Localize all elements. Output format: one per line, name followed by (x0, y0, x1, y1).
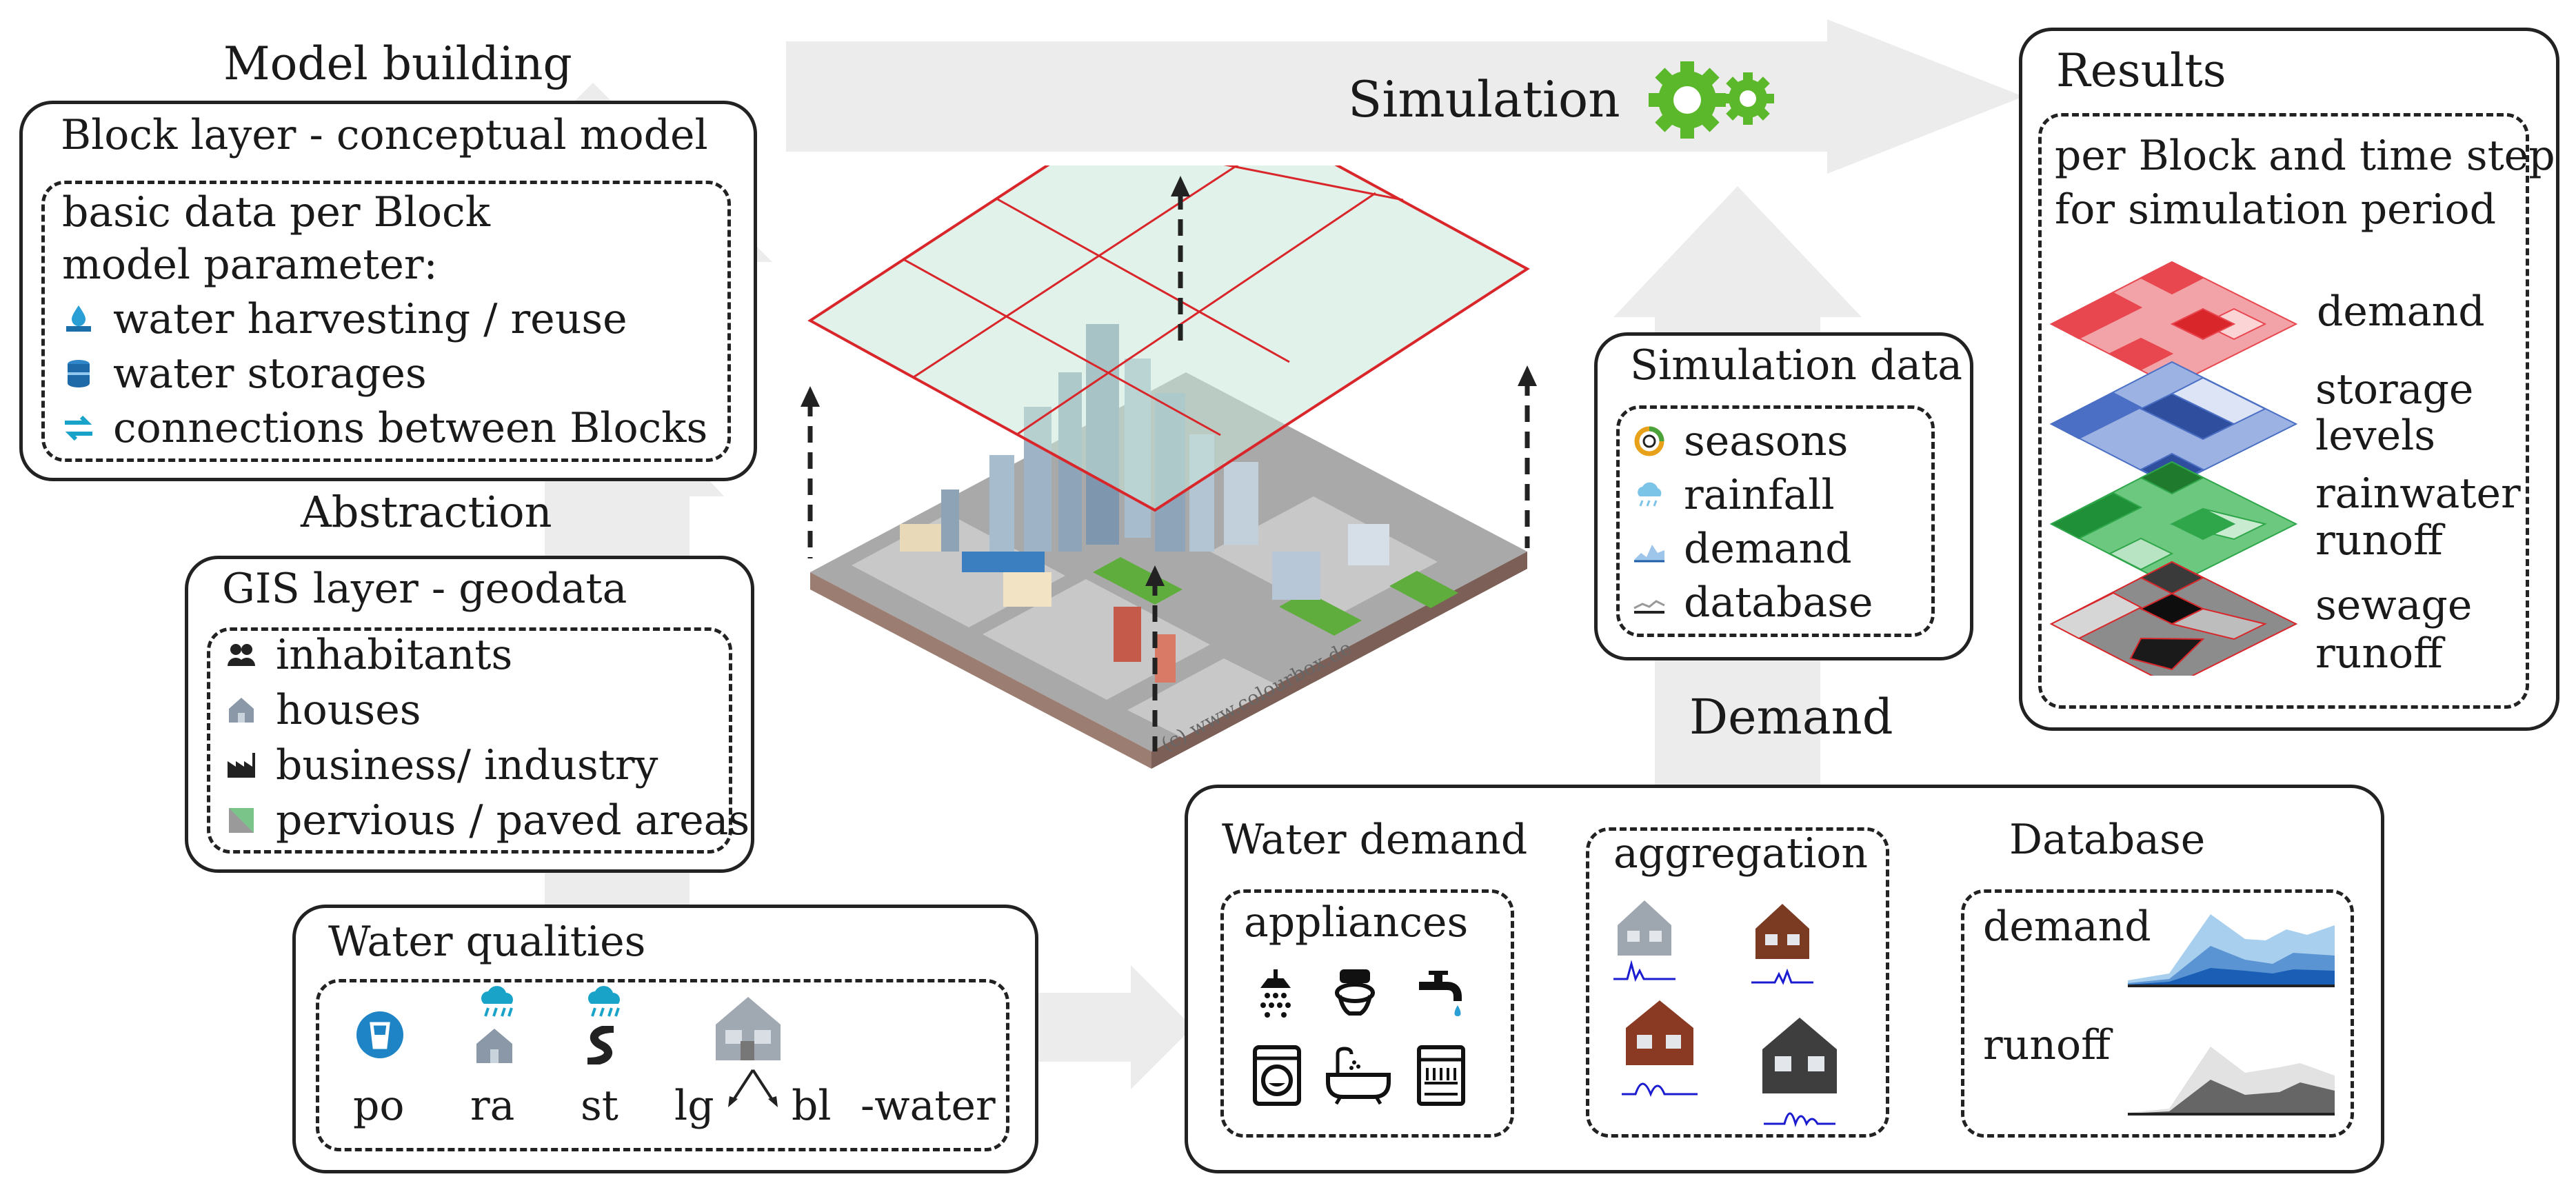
param-label: connections between Blocks (113, 404, 708, 452)
city-illustration (801, 165, 1537, 769)
param-water-harvesting: water harvesting / reuse (62, 299, 627, 340)
sim-label: database (1684, 578, 1873, 627)
result-label-storage-2: levels (2315, 412, 2436, 460)
block-data-line: basic data per Block (62, 188, 491, 236)
sim-demand: demand (1633, 528, 1852, 569)
simulation-data-inner (1616, 405, 1935, 637)
toilet-icon (1335, 969, 1375, 1016)
results-line1: per Block and time step (2055, 132, 2555, 180)
bathtub-icon (1326, 1047, 1391, 1105)
sim-label: seasons (1684, 417, 1849, 465)
quality-po: po (353, 1082, 405, 1130)
appliances-title: appliances (1244, 898, 1469, 947)
faucet-icon (1419, 971, 1462, 1016)
house-large-icon (716, 997, 781, 1060)
result-label-sewage: sewage (2315, 581, 2473, 629)
param-connections: connections between Blocks (62, 407, 707, 449)
param-water-storages: water storages (62, 353, 427, 394)
rain-cloud-icon (481, 986, 513, 1017)
runoff-area-chart (2128, 1047, 2335, 1116)
gears-icon (1649, 61, 1774, 139)
demand-area-chart (2128, 914, 2335, 987)
land-cover-icon (229, 808, 254, 833)
potable-water-icon (356, 1011, 403, 1058)
gis-business: business/ industry (225, 745, 658, 786)
model-parameter-line: model parameter: (62, 241, 438, 289)
house-icon (229, 698, 254, 723)
block-layer-box (19, 101, 757, 481)
model-building-heading: Model building (223, 37, 572, 90)
sim-database: database (1633, 582, 1873, 623)
quality-ra: ra (470, 1082, 515, 1130)
results-title: Results (2056, 44, 2226, 97)
water-qualities-inner (316, 979, 1009, 1151)
gis-label: pervious / paved areas (276, 796, 750, 845)
house-dark-icon (1762, 1018, 1837, 1127)
aggregation-title: aggregation (1613, 829, 1869, 878)
aggregation-box (1586, 827, 1889, 1138)
results-inner (2038, 113, 2529, 709)
house-grey-icon (1613, 900, 1676, 982)
param-label: water harvesting / reuse (113, 295, 627, 343)
result-label-rainwater-2: runoff (2315, 516, 2443, 565)
quality-water-suffix: -water (861, 1082, 996, 1130)
demand-heading: Demand (1689, 689, 1893, 745)
gis-label: business/ industry (276, 741, 658, 789)
database-title: Database (2009, 816, 2206, 864)
shower-icon (1260, 969, 1291, 1018)
quality-st: st (581, 1082, 618, 1130)
simulation-heading: Simulation (1348, 70, 1620, 128)
results-line2: for simulation period (2055, 185, 2497, 234)
abstraction-heading: Abstraction (301, 487, 552, 537)
result-label-rainwater: rainwater (2315, 470, 2521, 518)
demand-chart-icon (1634, 545, 1664, 563)
gis-pervious: pervious / paved areas (225, 800, 749, 841)
result-label-storage: storage (2315, 365, 2474, 414)
db-runoff-label: runoff (1983, 1021, 2111, 1069)
appliances-box (1220, 889, 1514, 1138)
gis-label: inhabitants (276, 631, 513, 679)
param-label: water storages (113, 350, 427, 398)
quality-lg: lg (674, 1082, 714, 1130)
water-harvesting-icon (66, 305, 91, 332)
house-red-icon (1622, 1000, 1698, 1097)
factory-icon (228, 753, 255, 778)
block-layer-inner (41, 181, 731, 462)
gis-inhabitants: inhabitants (225, 634, 512, 676)
quality-bl: bl (792, 1082, 832, 1130)
sim-label: demand (1684, 525, 1852, 573)
gis-layer-box (185, 556, 754, 873)
gis-label: houses (276, 686, 421, 734)
result-layers (2049, 261, 2298, 676)
storage-tank-icon (68, 360, 90, 387)
gis-layer-inner (207, 627, 732, 854)
road-icon (587, 1026, 614, 1064)
dishwasher-icon (1417, 1045, 1465, 1106)
sim-label: rainfall (1684, 471, 1835, 519)
rain-cloud-icon (588, 986, 620, 1017)
house-brown-icon (1751, 904, 1813, 985)
gis-layer-title: GIS layer - geodata (222, 565, 627, 613)
gis-houses: houses (225, 689, 421, 731)
washing-machine-icon (1253, 1045, 1301, 1106)
rain-cloud-icon (1638, 482, 1662, 507)
result-label-sewage-2: runoff (2315, 629, 2443, 678)
seasons-icon (1634, 426, 1664, 456)
house-icon (476, 1029, 512, 1063)
sim-seasons: seasons (1633, 421, 1848, 462)
water-demand-title: Water demand (1222, 816, 1528, 864)
water-qualities-box (292, 905, 1038, 1173)
sim-rainfall: rainfall (1633, 474, 1835, 516)
db-demand-label: demand (1983, 902, 2151, 951)
database-line-icon (1633, 600, 1665, 614)
exchange-arrows-icon (65, 415, 92, 441)
block-layer-title: Block layer - conceptual model (61, 111, 708, 159)
result-label-demand: demand (2317, 287, 2485, 336)
water-qualities-title: Water qualities (328, 918, 646, 966)
database-box (1961, 889, 2354, 1138)
simulation-data-title: Simulation data (1630, 341, 1962, 390)
split-arrows-icon (728, 1069, 778, 1107)
people-icon (228, 644, 255, 666)
